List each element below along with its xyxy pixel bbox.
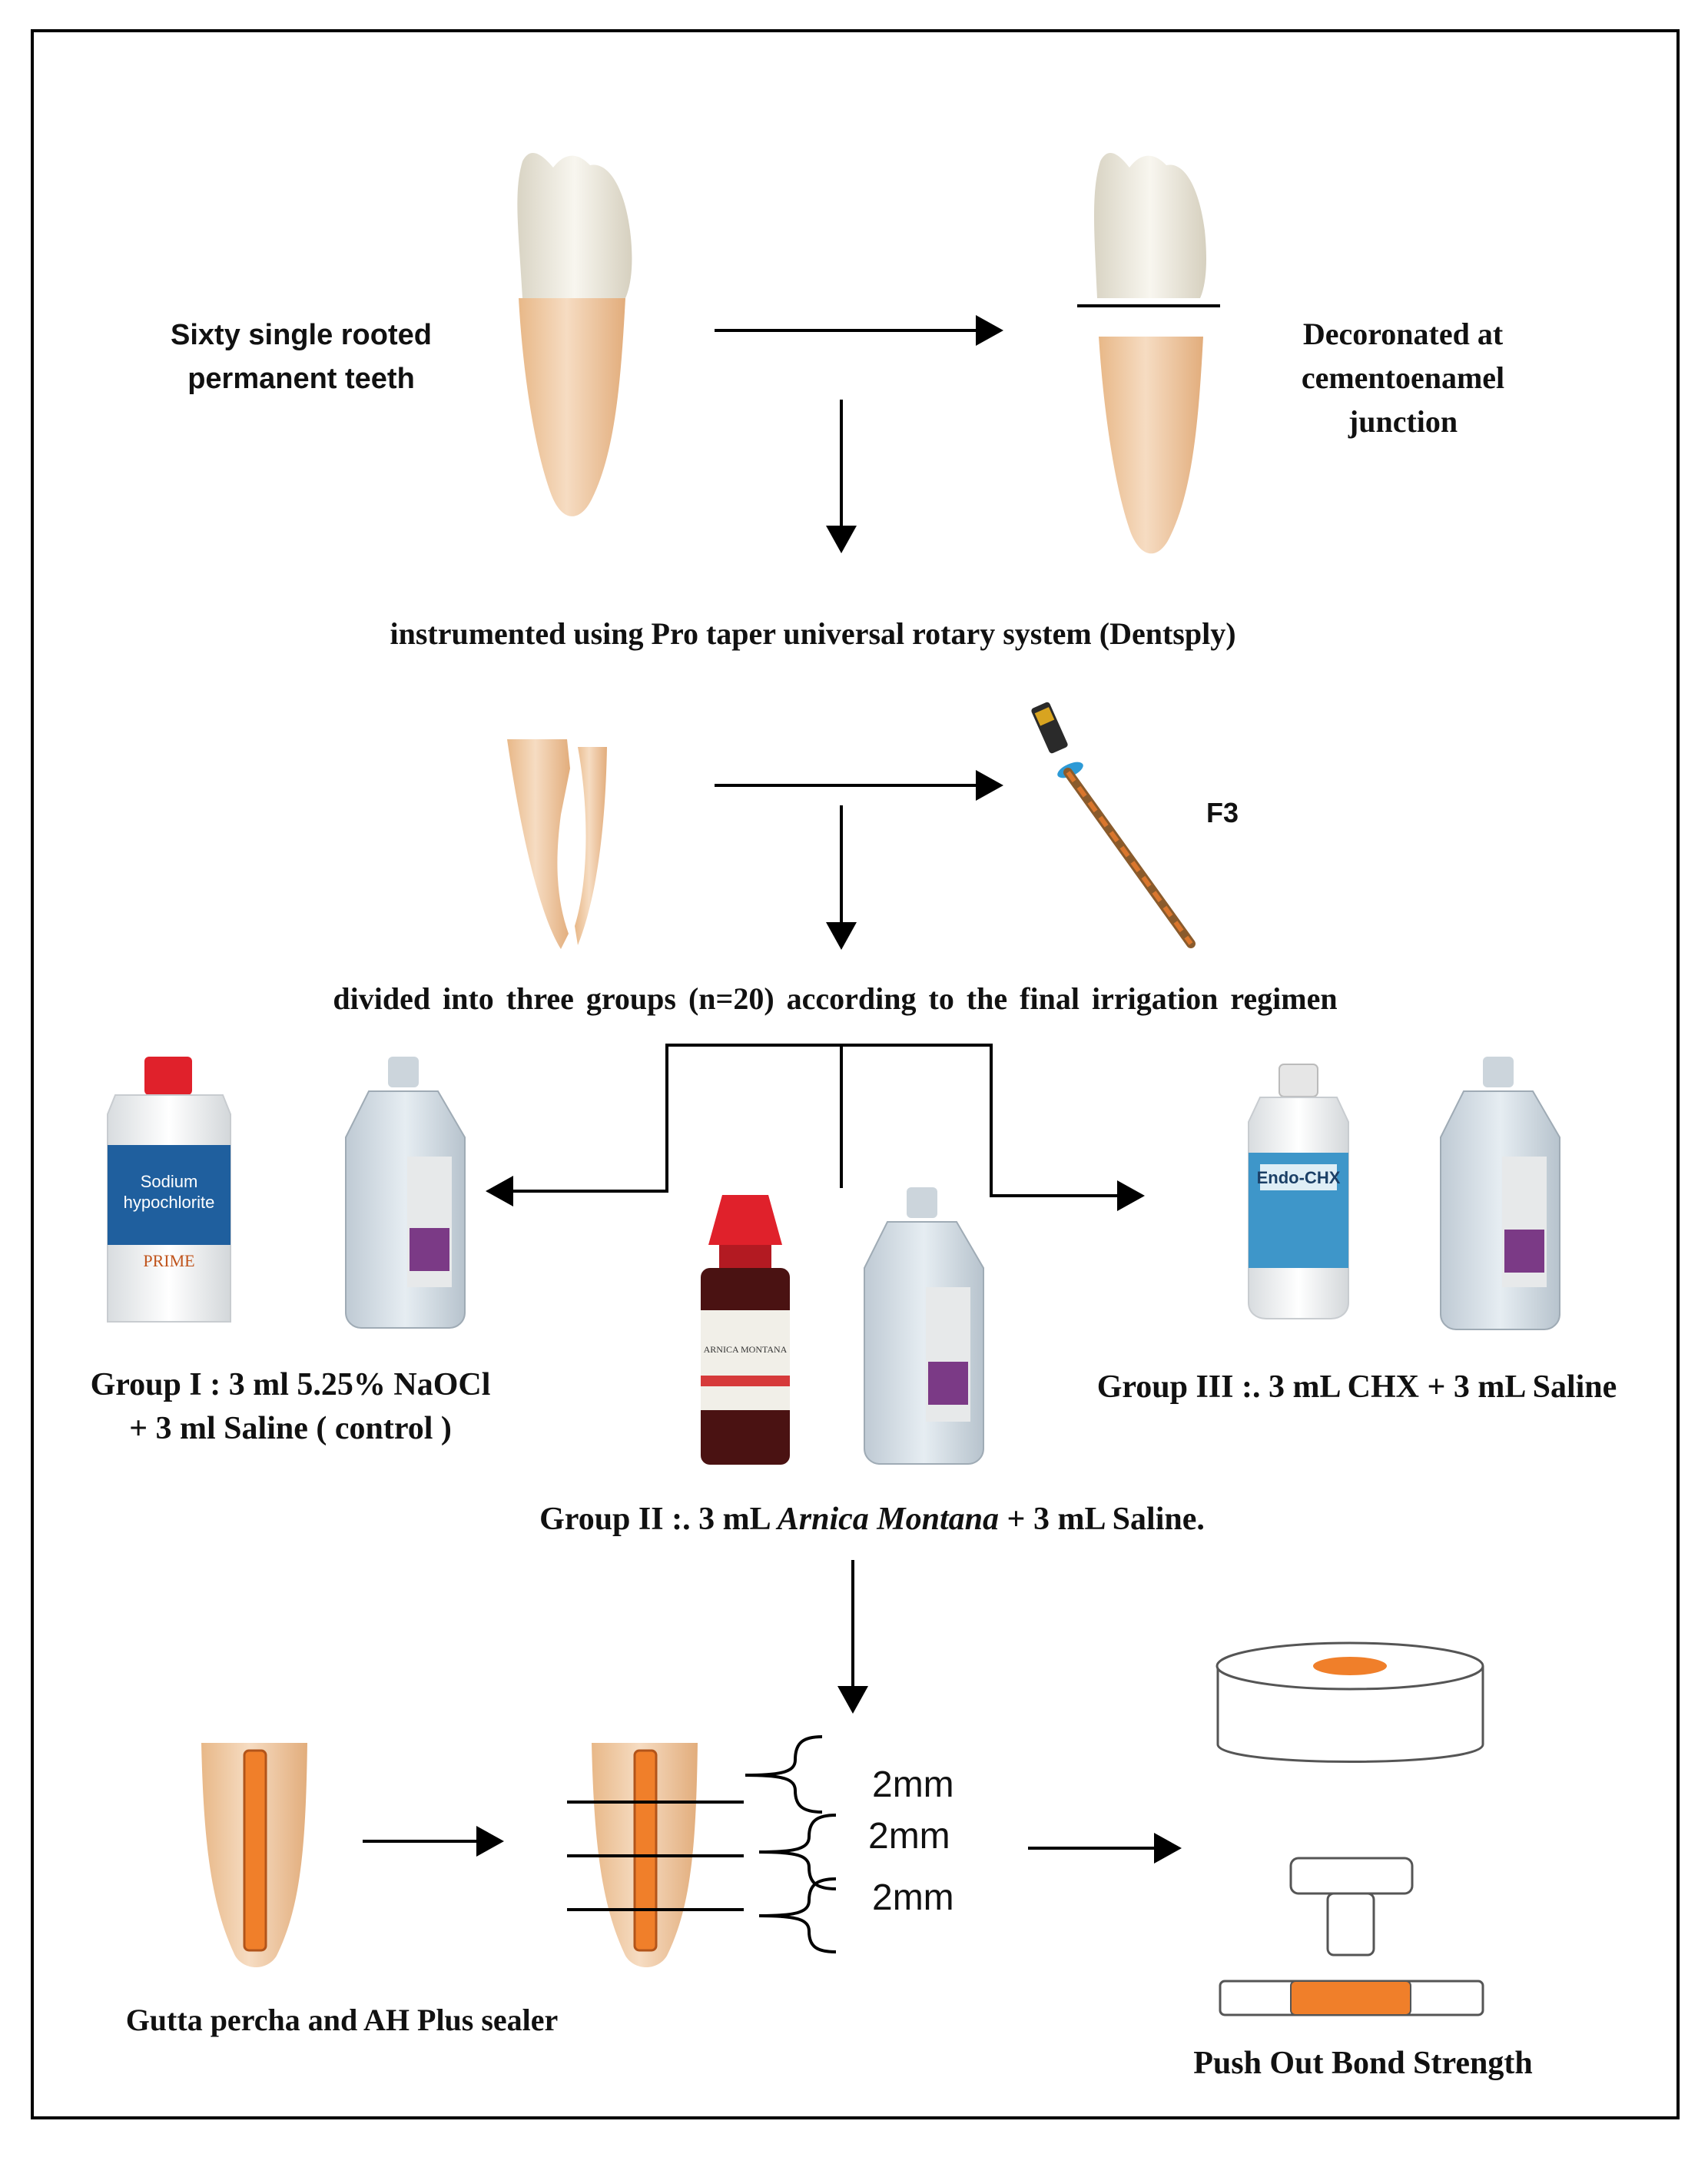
section-label-3: 2mm: [872, 1877, 954, 1918]
saline-bag-group3: [1440, 1057, 1560, 1330]
decoronate-label-line1: Decoronated at: [1303, 317, 1504, 351]
chx-bottle-image: Endo-CHX: [1248, 1064, 1349, 1319]
group1-label-line1: Group I : 3 ml 5.25% NaOCl: [91, 1367, 491, 1402]
file-label: F3: [1206, 797, 1239, 828]
group2-label-prefix: Group II :. 3 mL: [539, 1502, 778, 1537]
section-brace-2: [758, 1814, 837, 1890]
intact-tooth-image: [517, 152, 632, 516]
group3-label-line1: Group III :. 3 mL CHX + 3 mL Saline: [1097, 1369, 1617, 1405]
group2-label-suffix: + 3 mL Saline.: [999, 1502, 1205, 1537]
root-disc-specimen-image: [1215, 1641, 1484, 1763]
f3-rotary-file-image: [1031, 702, 1196, 948]
obturated-root-image: [201, 1743, 307, 1967]
saline-bag-group1: [345, 1057, 466, 1329]
branch-group-1: [486, 1044, 841, 1206]
section-label-2: 2mm: [868, 1816, 950, 1857]
decoronated-tooth-image: [1077, 152, 1220, 554]
instrumented-label: instrumented using Pro taper universal r…: [390, 616, 1235, 651]
section-brace-1: [745, 1735, 823, 1814]
gutta-percha-filling: [243, 1749, 267, 1952]
push-out-test-apparatus-image: [1219, 1857, 1484, 2016]
group2-label: Group II :. 3 mL Arnica Montana + 3 mL S…: [539, 1502, 1205, 1537]
group1-label-line2: + 3 ml Saline ( control ): [129, 1411, 452, 1446]
saline-bag-group2: [864, 1187, 984, 1465]
branch-group-3: [841, 1044, 1145, 1211]
arnica-bottle-image: ARNICA MONTANA: [701, 1195, 790, 1465]
section-brace-3: [758, 1877, 837, 1953]
test-label: Push Out Bond Strength: [1193, 2046, 1533, 2081]
naocl-label-line2: hypochlorite: [124, 1193, 215, 1212]
naocl-label-line1: Sodium: [141, 1172, 198, 1191]
decoronate-label-line2: cementoenamel: [1302, 360, 1504, 395]
group2-label-italic: Arnica Montana: [775, 1502, 999, 1537]
naocl-brand: PRIME: [143, 1251, 194, 1270]
sample-label-line1: Sixty single rooted: [171, 319, 432, 351]
split-root-image: [507, 739, 607, 949]
obturation-label: Gutta percha and AH Plus sealer: [126, 2003, 559, 2037]
sample-label-line2: permanent teeth: [187, 363, 415, 395]
naocl-bottle-image: Sodium hypochlorite PRIME: [107, 1057, 231, 1323]
section-label-1: 2mm: [872, 1764, 954, 1805]
specimen-filling: [1290, 1980, 1411, 2016]
arnica-label: ARNICA MONTANA: [704, 1344, 788, 1355]
divided-label: divided into three groups (n=20) accordi…: [333, 981, 1337, 1016]
decoronate-label-line3: junction: [1348, 404, 1458, 439]
chx-brand: Endo-CHX: [1257, 1168, 1341, 1187]
